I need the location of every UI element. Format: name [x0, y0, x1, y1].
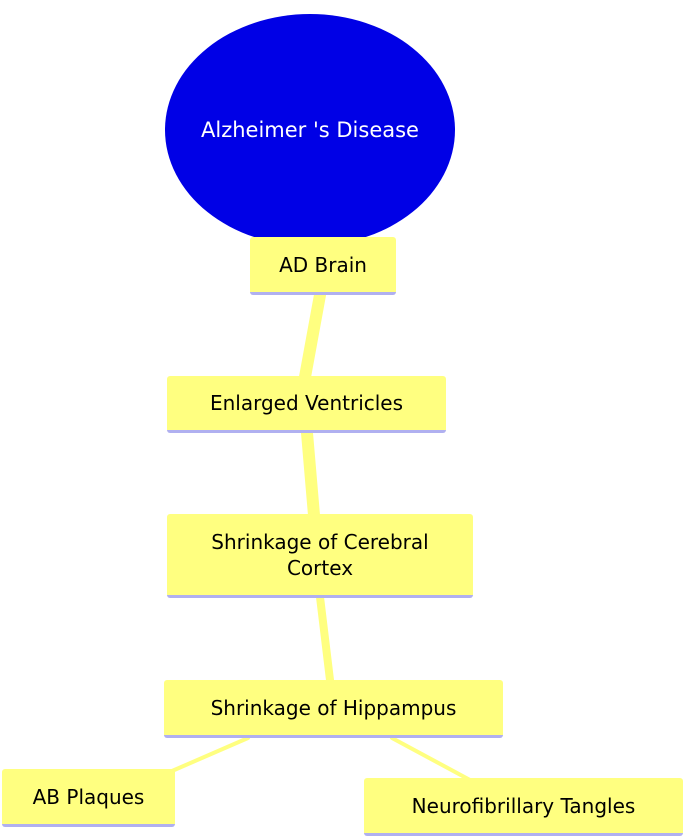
node-ad-brain[interactable]: AD Brain	[250, 237, 396, 295]
node-enlarged-ventricles-label: Enlarged Ventricles	[209, 391, 404, 415]
connector-ventricles-cortex	[301, 427, 320, 521]
connector-hippampus-tangles	[390, 736, 472, 782]
node-enlarged-ventricles[interactable]: Enlarged Ventricles	[167, 376, 446, 433]
node-shrinkage-hippampus-label: Shrinkage of Hippampus	[210, 695, 457, 720]
node-shrinkage-hippampus[interactable]: Shrinkage of Hippampus	[164, 680, 503, 738]
connector-brain-ventricles	[299, 289, 326, 383]
connector-cortex-hippampus	[316, 593, 334, 684]
node-ad-brain-label: AD Brain	[279, 252, 367, 277]
node-ab-plaques-label: AB Plaques	[32, 784, 145, 809]
node-ab-plaques[interactable]: AB Plaques	[2, 769, 175, 827]
node-shrinkage-cerebral-cortex[interactable]: Shrinkage of Cerebral Cortex	[167, 514, 473, 598]
connector-hippampus-plaques	[170, 736, 250, 773]
central-topic-alzheimers-disease[interactable]: Alzheimer 's Disease	[165, 14, 455, 246]
node-neurofibrillary-tangles[interactable]: Neurofibrillary Tangles	[364, 778, 683, 836]
central-topic-label: Alzheimer 's Disease	[201, 118, 419, 142]
node-shrinkage-cerebral-cortex-label: Shrinkage of Cerebral Cortex	[211, 529, 429, 580]
node-neurofibrillary-tangles-label: Neurofibrillary Tangles	[411, 793, 636, 818]
